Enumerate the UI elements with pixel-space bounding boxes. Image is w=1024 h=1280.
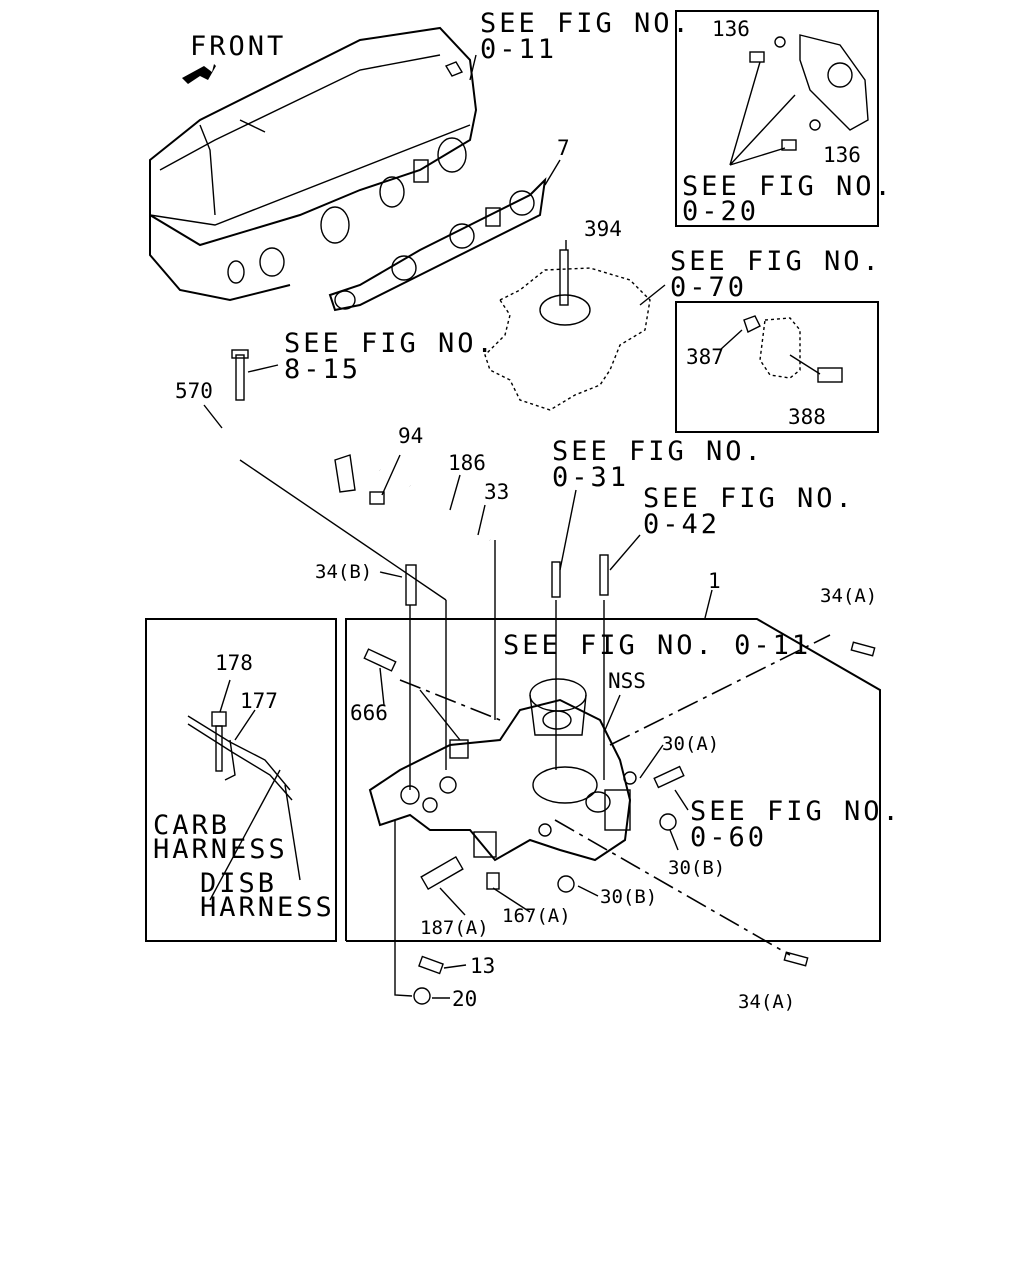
ref-30a: 30(A) — [662, 733, 719, 755]
disb-harness-line1: DISB — [200, 868, 277, 899]
see-0-31-line2: 0-31 — [552, 462, 629, 493]
stud-394 — [559, 249, 569, 306]
ref-177: 177 — [240, 689, 278, 713]
ref-388: 388 — [788, 405, 826, 429]
ref-167a: 167(A) — [502, 905, 571, 927]
ref-570: 570 — [175, 379, 213, 403]
ref-34a-top: 34(A) — [820, 585, 877, 607]
carb-harness-line1: CARB — [153, 810, 230, 841]
see-8-15-line1: SEE FIG NO. — [284, 328, 496, 359]
pipe-570 — [216, 349, 385, 505]
harness-clip — [187, 711, 293, 801]
see-8-15-line2: 8-15 — [284, 354, 361, 385]
ref-34b: 34(B) — [315, 561, 372, 583]
ref-187a: 187(A) — [420, 917, 489, 939]
distributor-cap-part — [729, 34, 869, 166]
see-0-31-line1: SEE FIG NO. — [552, 436, 764, 467]
inset-box-harness — [145, 618, 337, 942]
see-0-20-line1: SEE FIG NO. — [682, 171, 894, 202]
sensor-bracket-part — [719, 315, 843, 383]
ref-30b-bottom: 30(B) — [600, 886, 657, 908]
see-0-60-line1: SEE FIG NO. — [690, 796, 902, 827]
ref-13: 13 — [470, 954, 495, 978]
ref-1: 1 — [708, 569, 721, 593]
ref-30b-right: 30(B) — [668, 857, 725, 879]
front-label: FRONT — [190, 31, 286, 62]
see-0-42-line2: 0-42 — [643, 509, 720, 540]
ref-186: 186 — [448, 451, 486, 475]
cylinder-head — [149, 26, 478, 302]
see-0-70-line2: 0-70 — [670, 272, 747, 303]
inset-box-top-right — [675, 10, 879, 227]
ref-387: 387 — [686, 345, 724, 369]
see-0-60-line2: 0-60 — [690, 822, 767, 853]
ref-33: 33 — [484, 480, 509, 504]
stud-0-31 — [551, 561, 561, 598]
inset-box-manifold — [345, 618, 881, 942]
see-0-11-mid: SEE FIG NO. 0-11 — [503, 630, 811, 661]
ref-136-b: 136 — [823, 143, 861, 167]
front-arrow-icon — [182, 64, 216, 84]
pin-34a-top — [850, 641, 876, 657]
ref-34a-bottom: 34(A) — [738, 991, 795, 1013]
ref-94: 94 — [398, 424, 423, 448]
ref-666: 666 — [350, 701, 388, 725]
ref-136-a: 136 — [712, 17, 750, 41]
carburetor-outline — [484, 267, 651, 411]
see-0-20-line2: 0-20 — [682, 196, 759, 227]
manifold-gasket — [328, 177, 547, 312]
carburetor-body — [539, 294, 591, 326]
see-0-11-top-line2: 0-11 — [480, 34, 557, 65]
see-0-11-top-line1: SEE FIG NO. — [480, 8, 692, 39]
pin-34a-bottom — [783, 951, 809, 967]
ref-178: 178 — [215, 651, 253, 675]
see-0-70-line1: SEE FIG NO. — [670, 246, 882, 277]
stud-0-42 — [599, 554, 609, 596]
carb-harness-line2: HARNESS — [153, 834, 288, 865]
see-0-42-line1: SEE FIG NO. — [643, 483, 855, 514]
leader-lines — [203, 54, 831, 999]
stud-34b — [405, 564, 417, 606]
ref-7: 7 — [557, 136, 570, 160]
intake-manifold — [368, 678, 685, 1005]
ref-20: 20 — [452, 987, 477, 1011]
stud-666 — [363, 648, 397, 672]
inset-box-middle-right — [675, 301, 879, 433]
ref-nss: NSS — [608, 669, 646, 693]
ref-394: 394 — [584, 217, 622, 241]
disb-harness-line2: HARNESS — [200, 892, 335, 923]
